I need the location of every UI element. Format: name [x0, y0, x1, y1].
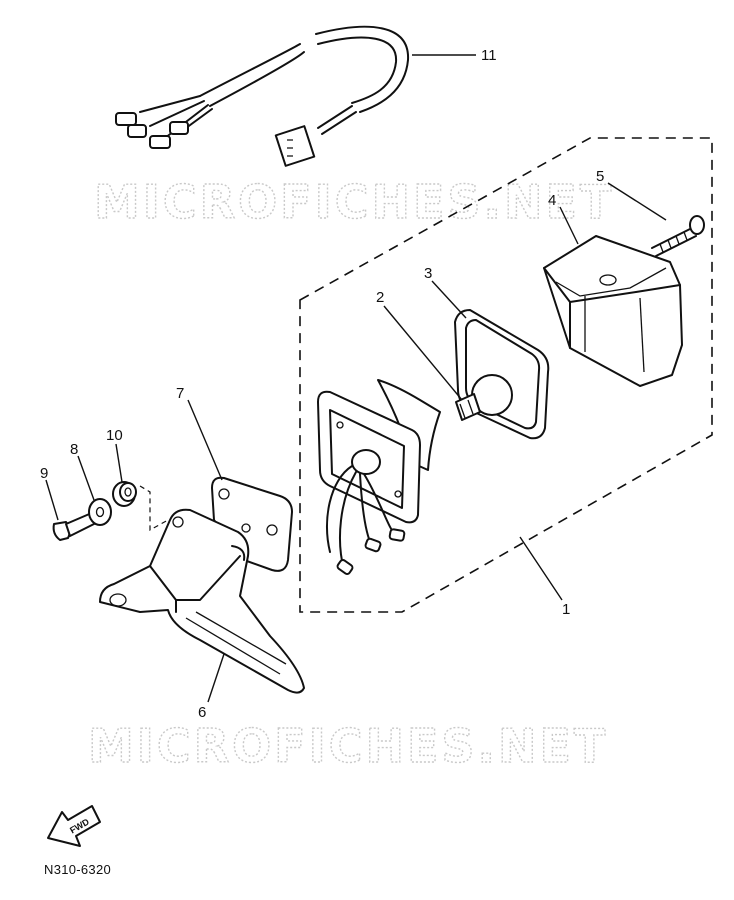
callout-4: 4 — [548, 192, 556, 209]
callout-2: 2 — [376, 289, 384, 306]
part-4-lens — [543, 235, 683, 387]
callout-5: 5 — [596, 168, 604, 185]
leader-5 — [607, 182, 667, 221]
watermark-top: MICROFICHES.NET — [94, 175, 614, 229]
part-3-gasket — [454, 309, 550, 440]
callout-1: 1 — [562, 601, 570, 618]
assembly-outline — [299, 137, 713, 613]
part-6-bracket — [99, 508, 305, 694]
callout-9: 9 — [40, 465, 48, 482]
part-5-screw — [651, 215, 705, 257]
part-2-bulb — [455, 374, 513, 421]
assembly-guide — [139, 485, 169, 532]
watermark-bottom: MICROFICHES.NET — [88, 719, 608, 773]
part-8-washer — [88, 498, 112, 526]
leader-3 — [431, 280, 467, 319]
callout-6: 6 — [198, 704, 206, 721]
leader-4 — [559, 206, 579, 245]
part-10-grommet — [112, 481, 137, 507]
part-11-wire-harness — [115, 25, 410, 167]
forward-arrow-icon: FWD — [47, 805, 101, 847]
callout-7: 7 — [176, 385, 184, 402]
callout-3: 3 — [424, 265, 432, 282]
leader-1 — [519, 536, 563, 601]
leader-9 — [45, 479, 59, 521]
part-1-taillight-base — [317, 379, 441, 575]
leader-7 — [187, 399, 223, 481]
callout-10: 10 — [106, 427, 123, 444]
leader-10 — [115, 443, 123, 483]
leader-2 — [383, 305, 463, 401]
leader-8 — [77, 455, 95, 501]
diagram-code: N310-6320 — [44, 862, 112, 877]
part-7-plate — [211, 476, 293, 572]
leader-6 — [207, 653, 225, 703]
callout-8: 8 — [70, 441, 78, 458]
callout-11: 11 — [481, 47, 497, 64]
